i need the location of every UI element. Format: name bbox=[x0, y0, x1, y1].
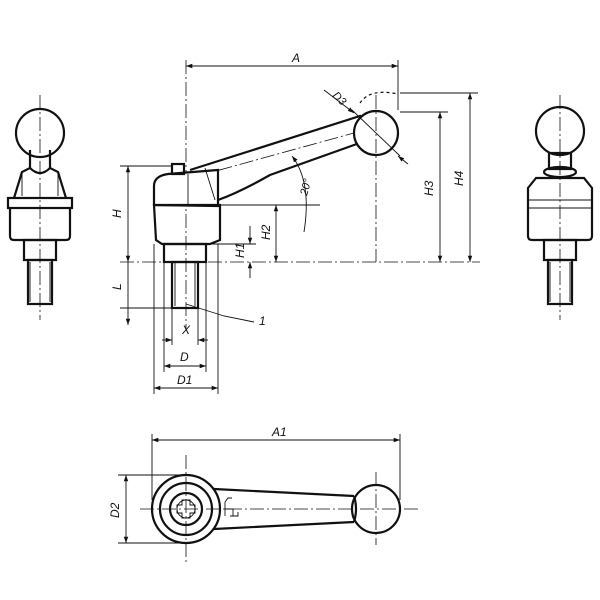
dim-D3-label: D3 bbox=[330, 90, 349, 109]
dim-H-label: H bbox=[110, 209, 124, 218]
dim-D2-label: D2 bbox=[108, 502, 122, 518]
top-dimensions: A1 D2 bbox=[108, 425, 401, 544]
dim-D1-label: D1 bbox=[177, 373, 192, 387]
dim-L-label: L bbox=[110, 283, 124, 290]
dim-A1-label: A1 bbox=[271, 425, 287, 439]
dim-X-label: X bbox=[181, 323, 191, 337]
dim-H3-label: H3 bbox=[422, 180, 436, 196]
dim-A-label: A bbox=[291, 51, 300, 65]
right-side-view bbox=[526, 95, 594, 320]
callout-1-label: 1 bbox=[259, 314, 266, 328]
top-view bbox=[140, 455, 420, 565]
dim-H1-label: H1 bbox=[233, 243, 247, 258]
dim-H2-label: H2 bbox=[259, 224, 273, 240]
dim-H4-label: H4 bbox=[452, 170, 466, 186]
front-dimensions: A D3 H3 H4 H L H1 H2 bbox=[110, 51, 478, 394]
left-side-view bbox=[6, 95, 74, 320]
angle-label: 20° bbox=[298, 177, 314, 198]
dim-D-label: D bbox=[180, 350, 189, 364]
